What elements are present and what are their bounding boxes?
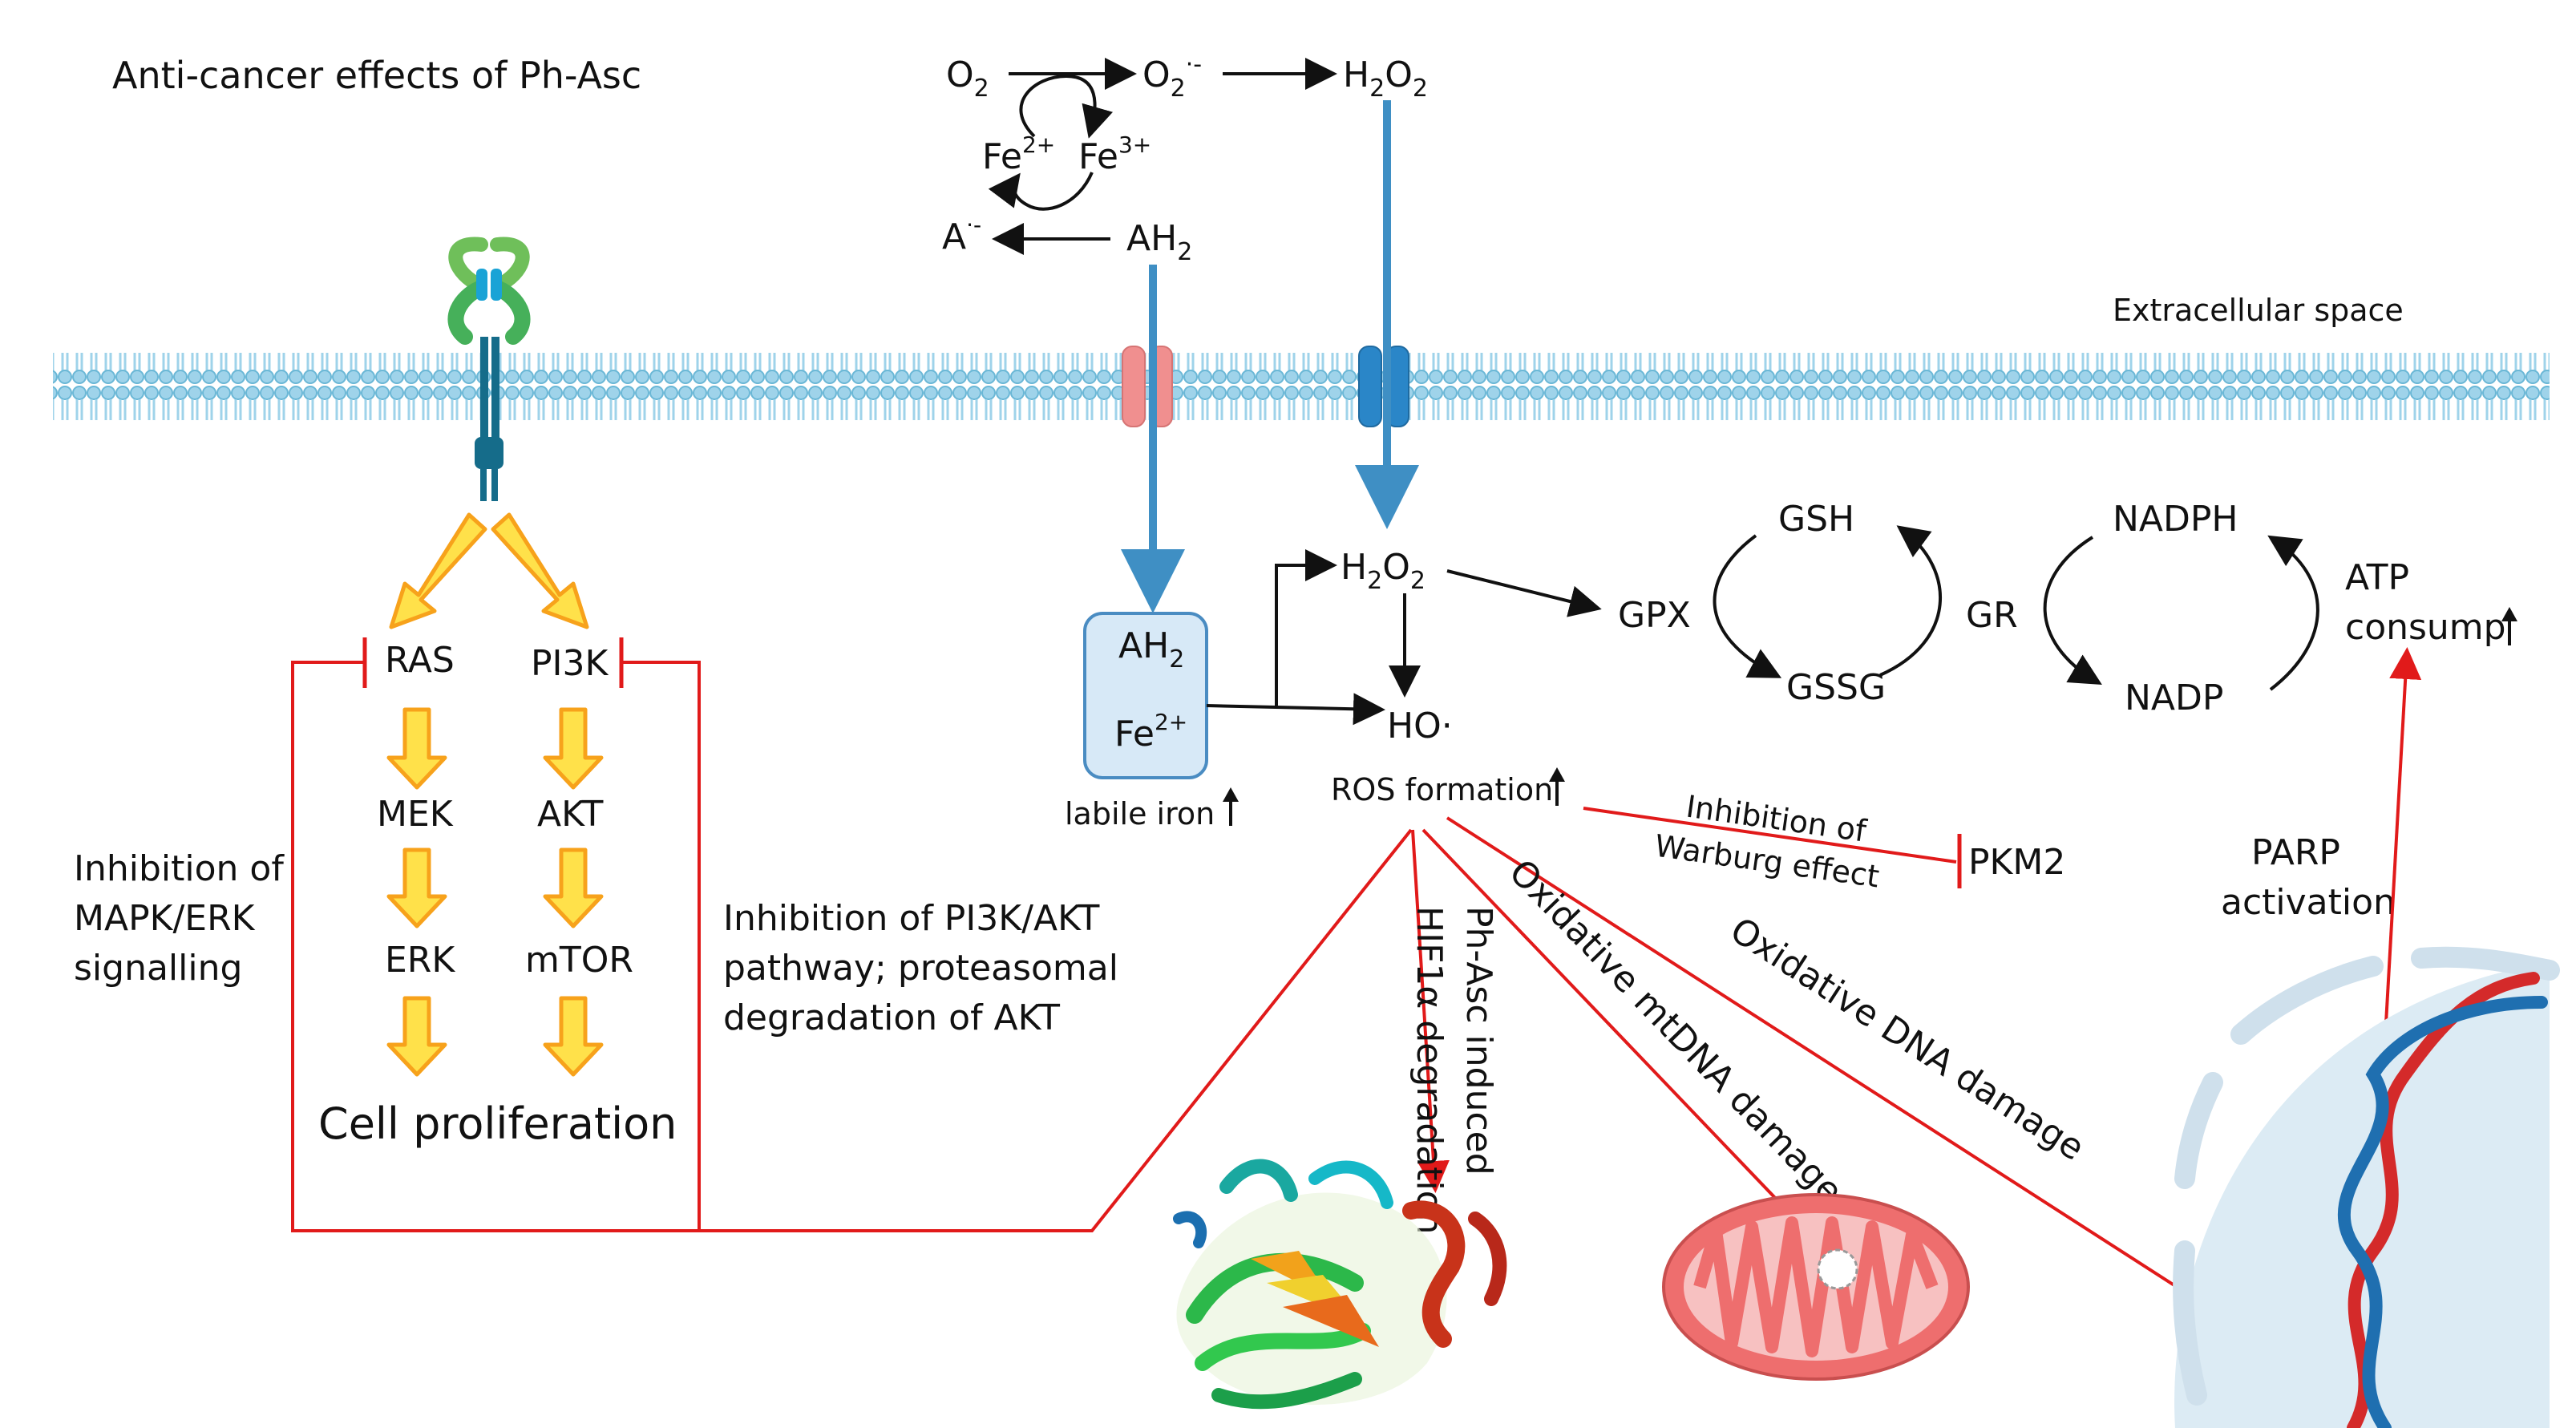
arrow-receptor-to-ras (389, 512, 487, 629)
h2o2-top-label: H2O2 (1343, 55, 1428, 103)
arrow-erk-to-proliferation (386, 996, 447, 1077)
arrow-receptor-to-pi3k (491, 512, 589, 629)
pi3k-inhibition-label: Inhibition of PI3K/AKT pathway; proteaso… (723, 898, 1130, 1038)
warburg-label: Inhibition of Warburg effect (1652, 785, 1887, 894)
warburg-inhibition-line (1583, 807, 1957, 864)
cell-ah2-label: AH2 (1118, 625, 1184, 674)
h2o2-inner-label: H2O2 (1341, 547, 1425, 595)
fe2-top-label: Fe2+ (982, 131, 1055, 177)
arrow-ros-to-mtdna (1421, 828, 1834, 1260)
labile-iron-label: labile iron (1065, 796, 1215, 831)
fe3-top-label: Fe3+ (1078, 131, 1151, 177)
pi3k-label: PI3K (531, 643, 609, 684)
gsh-label: GSH (1778, 499, 1854, 540)
mtdna-damage-label: Oxidative mtDNA damage (1501, 852, 1850, 1212)
arrow-fe2-to-fe3 (1019, 74, 1114, 139)
cell-membrane (53, 353, 2550, 420)
pkm2-label: PKM2 (1968, 842, 2065, 883)
ros-formation-label: ROS formation (1331, 772, 1553, 807)
arrow-pi3k-to-akt (543, 707, 604, 790)
arrow-nadp-to-nadph (2267, 535, 2319, 691)
cell-fe2-label: Fe2+ (1114, 709, 1187, 754)
akt-label: AKT (537, 794, 604, 835)
gr-label: GR (1966, 595, 2018, 636)
hydroxyl-radical-label: HO· (1387, 706, 1453, 746)
inhibition-bracket-pi3k (621, 661, 701, 1231)
mtdna-icon (1817, 1248, 1858, 1290)
figure-title: Anti-cancer effects of Ph-Asc (112, 54, 641, 97)
arrow-akt-to-mtor (543, 847, 604, 928)
svg-text:O2: O2 (946, 55, 989, 103)
arrow-ras-to-mek (386, 707, 447, 790)
intracellular-pool-box (1083, 612, 1208, 779)
inhibition-bracket-mapk (291, 661, 1413, 1232)
arrow-gsh-to-gssg (1713, 534, 1782, 678)
atp-consumption-label: ATP consump (2345, 557, 2506, 648)
arrow-box-to-h2o2-branch (1275, 549, 1337, 706)
superoxide-label: O2·- (1142, 51, 1202, 103)
arrow-mek-to-erk (386, 847, 447, 928)
arrow-box-to-hydroxyl (1206, 693, 1385, 726)
o2-label: O2 (946, 55, 989, 103)
arrow-nadph-to-nadp (2043, 536, 2102, 686)
parp-activation-label: PARP activation (2221, 832, 2396, 923)
signalling-arrows (386, 512, 604, 1077)
arrow-ah2-to-fe2 (988, 172, 1094, 211)
dna-helix-icon (2337, 972, 2548, 1428)
a-minus-label: A·- (942, 212, 981, 257)
mek-label: MEK (377, 794, 454, 835)
mtor-label: mTOR (525, 940, 633, 981)
mapk-inhibition-label: Inhibition of MAPK/ERK signalling (74, 848, 295, 989)
svg-text:O2·-: O2·- (1142, 51, 1202, 103)
mitochondrion-icon (1662, 1193, 1970, 1381)
arrow-gssg-to-gsh (1879, 525, 1943, 677)
h2o2-channel-icon (1358, 346, 1409, 427)
ah2-top-label: AH2 (1126, 218, 1192, 266)
ros-up-arrow-icon (1549, 767, 1565, 806)
receptor-icon (447, 237, 531, 501)
cell-proliferation-label: Cell proliferation (318, 1098, 677, 1149)
arrow-mtor-to-proliferation (543, 996, 604, 1077)
hif-degradation-label: Ph-Asc induced HIF1α degradation (1409, 906, 1499, 1235)
hif1a-protein-icon (1173, 1159, 1507, 1410)
gssg-label: GSSG (1786, 667, 1886, 708)
arrow-h2o2-to-gpx (1446, 569, 1602, 617)
arrow-ros-to-hif (1411, 829, 1450, 1193)
labile-iron-up-arrow-icon (1223, 787, 1239, 826)
atp-up-arrow-icon (2501, 607, 2517, 645)
nucleus-icon (2173, 946, 2560, 1428)
nadp-label: NADP (2125, 678, 2223, 718)
erk-label: ERK (385, 940, 455, 981)
gpx-label: GPX (1618, 595, 1691, 636)
nadph-label: NADPH (2113, 499, 2238, 540)
ras-label: RAS (385, 640, 455, 681)
svg-text:H2O2: H2O2 (1343, 55, 1428, 103)
extracellular-space-label: Extracellular space (2113, 293, 2404, 328)
